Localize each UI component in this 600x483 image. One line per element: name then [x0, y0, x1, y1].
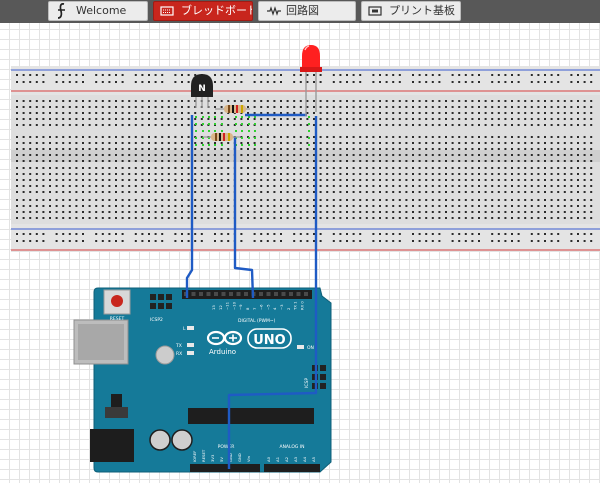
rx-label: RX [176, 351, 182, 357]
wire-transistor-to-gnd[interactable] [185, 115, 194, 298]
analog-label: ANALOG IN [279, 444, 304, 450]
tab-breadboard-label: ブレッドボード [181, 4, 253, 17]
digital-pin-label: ~10 [231, 301, 236, 310]
digital-pin-label: 13 [211, 305, 216, 310]
arduino-logo [206, 330, 243, 346]
digital-pin-label: RX 0 [299, 301, 304, 310]
uno-logo: UNO [253, 333, 286, 348]
breadboard[interactable] [11, 66, 600, 252]
reset-label: RESET [110, 316, 125, 322]
on-label: ON [307, 345, 314, 351]
tab-schematic[interactable]: 回路図 [258, 1, 356, 21]
power-pin-label: RESET [201, 449, 206, 462]
l-label: L [183, 326, 186, 332]
wires[interactable] [185, 113, 318, 469]
rx-led [187, 351, 194, 355]
analog-pin-labels: A0 A1 A2 A3 A4 A5 [266, 456, 316, 462]
capacitor-left [149, 429, 171, 451]
transistor-n-mark: N [198, 84, 206, 94]
analog-pin-label: A2 [284, 456, 289, 462]
schematic-icon [267, 6, 281, 16]
fritzing-f-icon [57, 3, 65, 19]
wire-led-to-5v[interactable] [227, 116, 318, 469]
digital-header-pins [184, 292, 308, 296]
analog-pin-label: A5 [311, 456, 316, 462]
analog-pin-label: A4 [302, 456, 307, 462]
led-red[interactable] [300, 45, 322, 116]
power-header [190, 464, 260, 472]
wire-resistor-to-pin[interactable] [233, 137, 255, 299]
digital-pin-label: 12 [218, 305, 223, 310]
uno-logo-frame [247, 328, 292, 349]
arduino-brand: Arduino [209, 348, 236, 356]
tab-schematic-label: 回路図 [286, 4, 319, 17]
npn-transistor[interactable]: N [191, 74, 213, 108]
power-pin-label: 5V [219, 457, 224, 462]
power-pin-label: 3V3 [210, 454, 215, 462]
icsp2-label: ICSP2 [150, 317, 163, 323]
digital-pin-label: ~9 [238, 304, 243, 310]
digital-pin-label: 7 [252, 307, 257, 310]
digital-pin-label: ~11 [225, 301, 230, 310]
tx-label: TX [175, 343, 182, 349]
resistor-1[interactable] [215, 105, 250, 113]
tab-pcb[interactable]: プリント基板 [361, 1, 461, 21]
tab-welcome-label: Welcome [76, 4, 127, 17]
breadboard-icon [160, 6, 174, 16]
tab-bar: Welcome ブレッドボード 回路図 プリント基板 [0, 0, 600, 23]
analog-header [264, 464, 320, 472]
power-pin-label: GND [228, 453, 233, 462]
voltage-regulator [111, 394, 122, 416]
l-led [187, 326, 194, 330]
analog-pin-label: A3 [293, 456, 298, 462]
power-pin-label: Vin [246, 455, 251, 462]
digital-pin-label: ~5 [265, 304, 270, 310]
analog-pin-label: A0 [266, 456, 271, 462]
digital-pin-label: ~3 [279, 304, 284, 310]
digital-pin-label: 8 [245, 307, 250, 310]
resistor-2[interactable] [203, 133, 240, 141]
tab-welcome[interactable]: Welcome [48, 1, 148, 21]
digital-pin-label: ~6 [259, 304, 264, 310]
atmega-chip [188, 408, 314, 424]
tx-led [187, 343, 194, 347]
power-pin-label: GND [237, 453, 242, 462]
digital-pin-label: 4 [272, 307, 277, 310]
pcb-icon [368, 6, 382, 16]
digital-pin-label: 2 [286, 307, 291, 310]
analog-pin-label: A1 [275, 456, 280, 462]
capacitor-right [171, 429, 193, 451]
breadboard-holes [16, 74, 593, 242]
power-pin-label: IOREF [192, 451, 197, 462]
tab-pcb-label: プリント基板 [389, 4, 455, 17]
power-jack [90, 429, 134, 462]
digital-pin-label: TX 1 [293, 301, 298, 311]
icsp2-header [150, 294, 172, 309]
digital-label: DIGITAL (PWM~) [238, 318, 276, 324]
breadboard-center-channel [11, 150, 600, 162]
on-led [297, 345, 304, 349]
mounting-hole [155, 345, 175, 365]
tab-breadboard[interactable]: ブレッドボード [153, 1, 253, 21]
power-pin-labels: IOREF RESET 3V3 5V GND GND Vin [192, 449, 251, 462]
power-label: POWER [218, 444, 235, 450]
icsp-label: ICSP [304, 378, 310, 388]
